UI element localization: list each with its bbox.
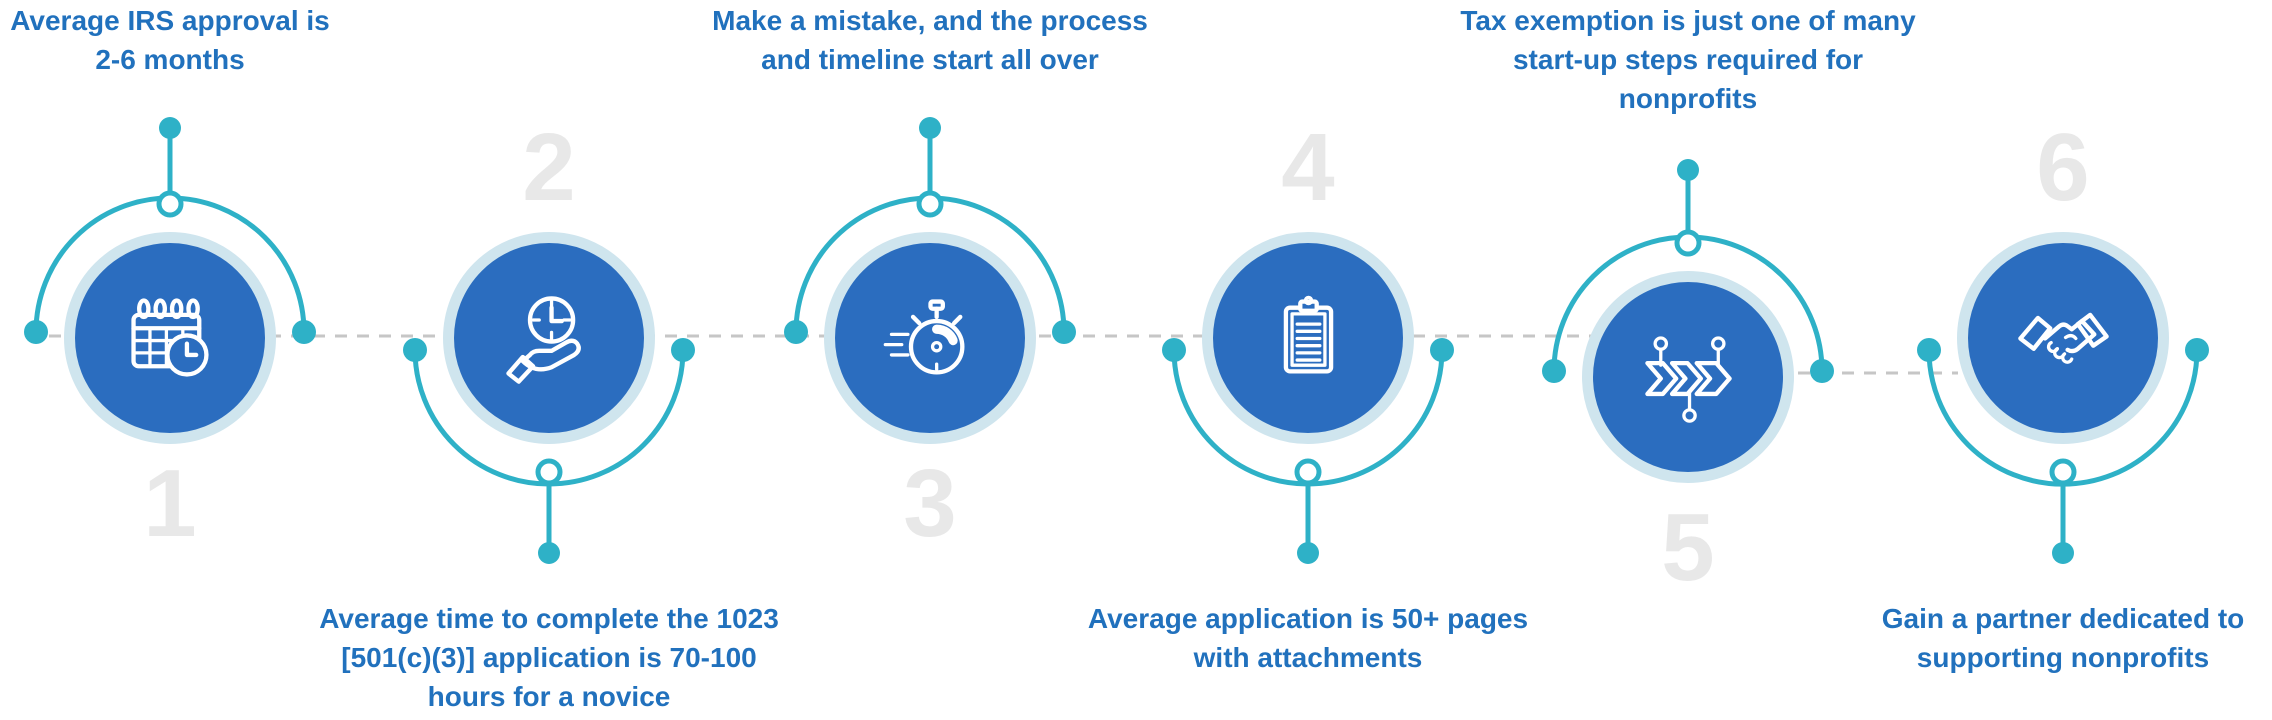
step-number: 5 (1661, 494, 1715, 601)
step-caption: Make a mistake, and the process and time… (712, 5, 1148, 75)
step-3-connector (784, 117, 1076, 344)
step-number: 2 (522, 114, 576, 221)
step-3-circle (824, 232, 1036, 444)
step-5-connector (1542, 159, 1834, 383)
step-caption: Average application is 50+ pages with at… (1087, 603, 1529, 673)
step-1-connector (24, 117, 316, 344)
handshake-icon (2006, 281, 2121, 396)
calendar-clock-icon (113, 281, 228, 396)
step-number: 1 (143, 450, 197, 557)
step-caption: Average IRS approval is 2-6 months (10, 5, 330, 75)
step-number: 6 (2036, 114, 2090, 221)
step-caption: Gain a partner dedicated to supporting n… (1881, 603, 2245, 673)
step-4-circle (1202, 232, 1414, 444)
step-2-connector (403, 338, 695, 564)
step-6-circle (1957, 232, 2169, 444)
step-number: 3 (903, 450, 957, 557)
step-5-circle (1582, 271, 1794, 483)
speeding-stopwatch-icon (873, 281, 988, 396)
process-steps-icon (1631, 320, 1746, 435)
step-6-connector (1917, 338, 2209, 564)
step-2-circle (443, 232, 655, 444)
step-4-connector (1162, 338, 1454, 564)
step-caption: Average time to complete the 1023 [501(c… (319, 603, 779, 712)
clipboard-icon (1251, 281, 1366, 396)
step-1-circle (64, 232, 276, 444)
hand-holding-clock-icon (492, 281, 607, 396)
step-caption: Tax exemption is just one of many start-… (1460, 5, 1916, 114)
step-number: 4 (1281, 114, 1335, 221)
